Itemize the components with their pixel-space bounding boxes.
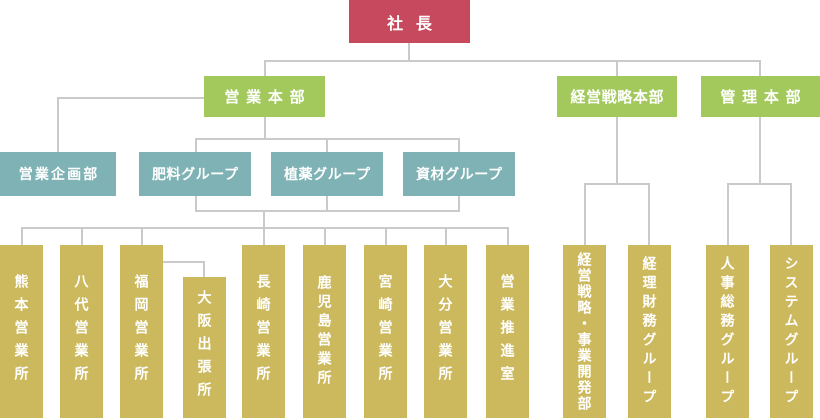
node-hr-general-affairs-group: 人事総務グループ [706,245,749,418]
connector-line [445,227,447,245]
node-label: 福岡営業所 [133,274,150,389]
connector-line [163,261,205,263]
node-sales-division: 営業本部 [204,76,325,117]
connector-line [21,227,508,229]
node-label: 人事総務グループ [719,255,736,408]
connector-line [264,117,266,139]
node-label: 資材グループ [416,166,503,182]
node-label: 経営戦略本部 [570,89,665,106]
node-label: 熊本営業所 [13,274,30,389]
node-label: 営業本部 [224,89,312,106]
connector-line [203,261,205,277]
connector-line [21,227,23,245]
connector-line [57,97,204,99]
connector-line [790,183,792,245]
node-label: 大分営業所 [437,274,454,389]
node-system-group: システムグループ [770,245,813,418]
node-materials-group: 資材グループ [403,152,515,196]
node-sales-promotion-office: 営業推進室 [486,245,529,418]
node-label: 経理財務グループ [641,255,658,408]
connector-line [326,196,328,212]
connector-line [727,183,729,245]
node-sales-planning-dept: 営業企画部 [0,152,116,196]
node-label: 管理本部 [720,89,808,106]
connector-line [195,210,460,212]
connector-line [408,43,410,61]
connector-line [616,60,618,76]
node-accounting-finance-group: 経理財務グループ [628,245,671,418]
node-fukuoka-office: 福岡営業所 [120,245,163,418]
connector-line [195,138,197,152]
connector-line [458,196,460,212]
node-label: 大阪出張所 [196,290,213,405]
node-label: 八代営業所 [73,274,90,389]
connector-line [141,227,143,245]
node-management-strategy-division: 経営戦略本部 [557,76,677,117]
connector-line [264,60,761,62]
node-nagasaki-office: 長崎営業所 [242,245,285,418]
node-label: 長崎営業所 [255,274,272,389]
connector-line [324,227,326,245]
node-yatsushiro-office: 八代営業所 [60,245,103,418]
connector-line [458,138,460,152]
node-strategy-business-dev-dept: 経営戦略・事業開発部 [563,245,606,418]
node-label: 肥料グループ [152,166,239,182]
node-agrochemical-group: 植薬グループ [271,152,383,196]
node-osaka-branch: 大阪出張所 [183,277,226,418]
node-miyazaki-office: 宮崎営業所 [364,245,407,418]
connector-line [616,117,618,185]
node-kagoshima-office: 鹿児島営業所 [303,245,346,418]
node-label: 社長 [387,15,445,33]
node-label: 営業推進室 [499,274,516,389]
node-label: 植薬グループ [284,166,371,182]
connector-line [81,227,83,245]
connector-line [264,60,266,76]
connector-line [57,97,59,152]
node-kumamoto-office: 熊本営業所 [0,245,43,418]
connector-line [326,138,328,152]
connector-line [507,227,509,245]
node-fertilizer-group: 肥料グループ [139,152,251,196]
node-president: 社長 [349,0,470,43]
connector-line [727,183,792,185]
connector-line [195,196,197,212]
node-label: 宮崎営業所 [377,274,394,389]
connector-line [759,60,761,76]
connector-line [584,183,586,245]
node-oita-office: 大分営業所 [424,245,467,418]
connector-line [584,183,650,185]
node-label: 経営戦略・事業開発部 [576,251,593,412]
node-admin-division: 管理本部 [701,76,820,117]
node-label: 鹿児島営業所 [316,274,333,389]
node-label: システムグループ [783,255,800,408]
connector-line [759,117,761,185]
connector-line [385,227,387,245]
connector-line [648,183,650,245]
node-label: 営業企画部 [18,166,100,182]
